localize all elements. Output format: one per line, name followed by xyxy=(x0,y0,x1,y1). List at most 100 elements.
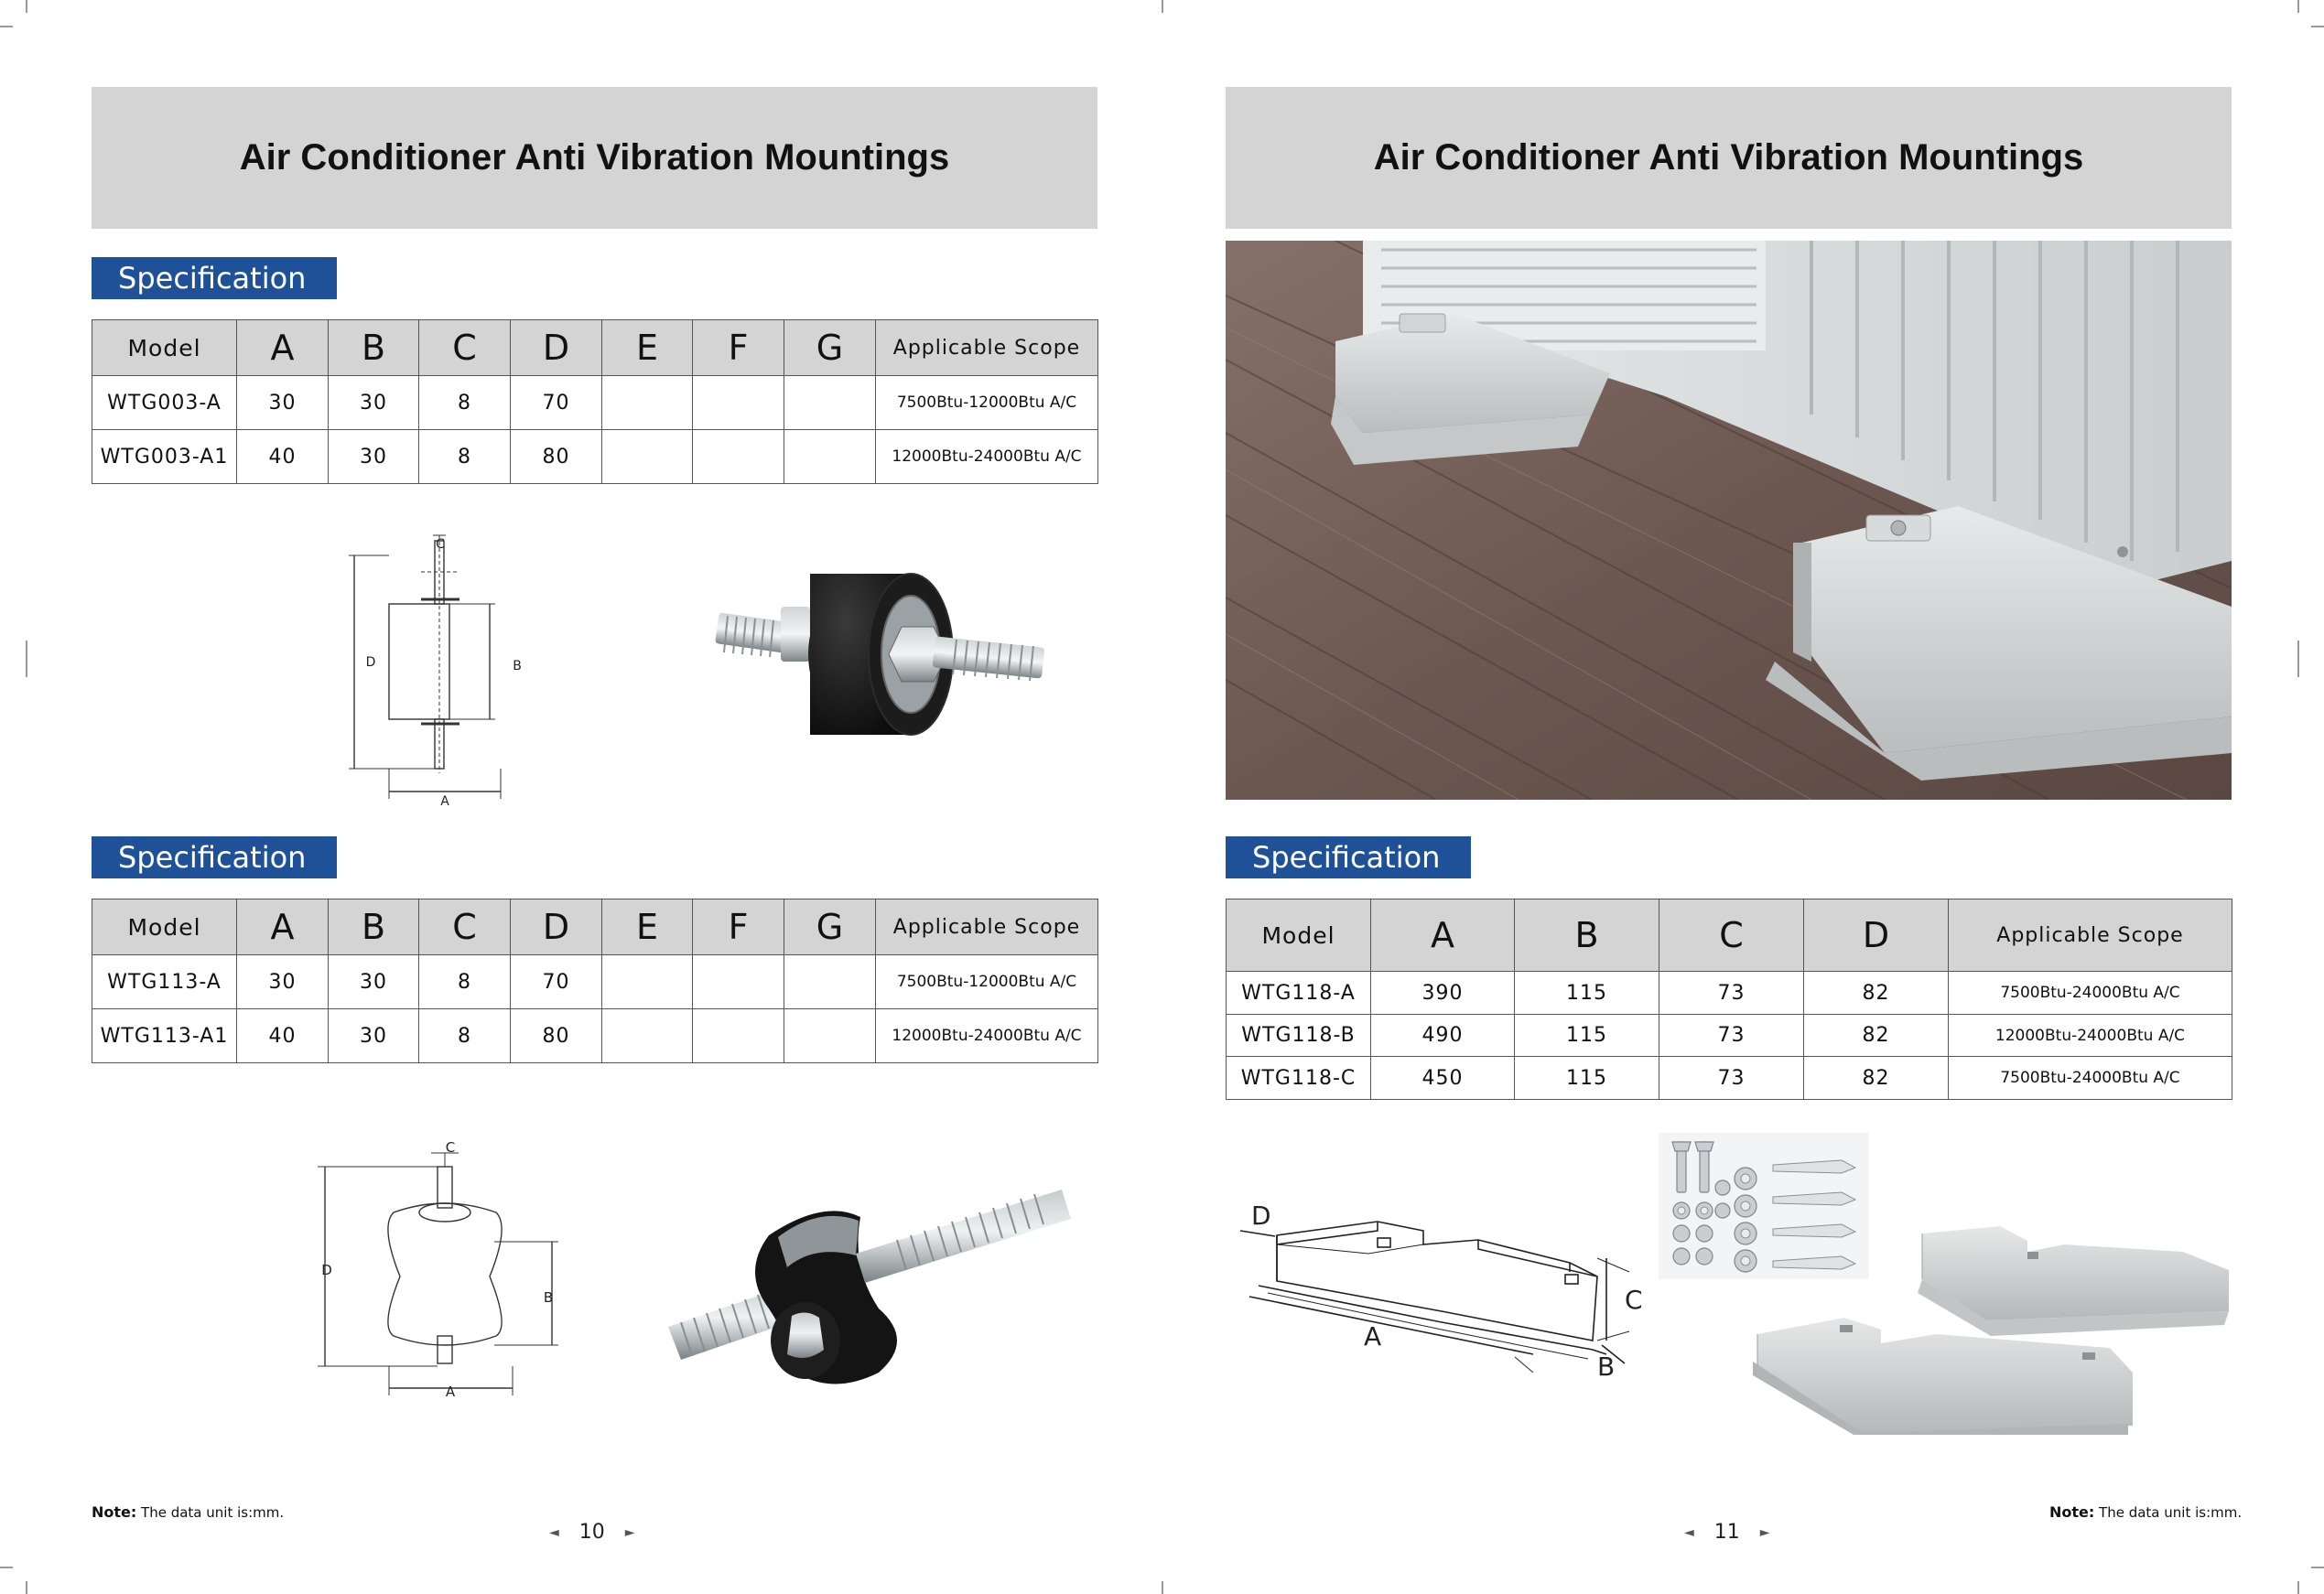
cylinder-mount-photo xyxy=(715,573,1045,736)
header-c: C xyxy=(1659,899,1804,972)
dim-label-a: A xyxy=(440,794,449,809)
cell-a: 450 xyxy=(1370,1056,1515,1100)
crop-mark xyxy=(0,26,13,27)
cell-c: 8 xyxy=(418,375,511,430)
table-row: WTG113-A1 40 30 8 80 12000Btu-24000Btu A… xyxy=(92,1008,1098,1063)
table-row: WTG003-A 30 30 8 70 7500Btu-12000Btu A/C xyxy=(92,375,1098,430)
dim-label-c: C xyxy=(436,537,445,552)
table-row: WTG118-C 450 115 73 82 7500Btu-24000Btu … xyxy=(1226,1056,2232,1100)
dim-label-a: A xyxy=(1364,1321,1381,1352)
cell-d: 82 xyxy=(1803,1056,1949,1100)
header-f: F xyxy=(692,899,784,955)
cell-d: 80 xyxy=(510,429,602,484)
header-g: G xyxy=(784,319,876,376)
note-text: The data unit is:mm. xyxy=(136,1504,285,1521)
crop-mark xyxy=(0,1567,13,1568)
cell-b: 30 xyxy=(328,954,419,1009)
crop-mark xyxy=(2297,641,2299,677)
cell-a: 40 xyxy=(236,1008,329,1063)
unit-note: Note: The data unit is:mm. xyxy=(92,1503,284,1521)
page-number-11: ◄ 11 ► xyxy=(1684,1521,1770,1544)
page-number-10: ◄ 10 ► xyxy=(549,1521,635,1544)
cell-f xyxy=(692,954,784,1009)
cell-c: 73 xyxy=(1659,971,1804,1015)
unit-note: Note: The data unit is:mm. xyxy=(2049,1503,2242,1521)
cell-c: 73 xyxy=(1659,1014,1804,1057)
next-arrow-icon: ► xyxy=(1759,1524,1770,1540)
page-11-title: Air Conditioner Anti Vibration Mountings xyxy=(1226,87,2232,229)
cell-d: 70 xyxy=(510,954,602,1009)
header-applicable-scope: Applicable Scope xyxy=(1948,899,2232,972)
dim-label-c: C xyxy=(446,1139,455,1156)
header-e: E xyxy=(601,319,693,376)
header-a: A xyxy=(236,899,329,955)
cell-scope: 7500Btu-12000Btu A/C xyxy=(875,954,1098,1009)
cell-c: 73 xyxy=(1659,1056,1804,1100)
header-d: D xyxy=(510,319,602,376)
prev-arrow-icon: ◄ xyxy=(1684,1524,1694,1540)
dim-label-b: B xyxy=(1597,1352,1615,1377)
cell-scope: 7500Btu-12000Btu A/C xyxy=(875,375,1098,430)
cell-g xyxy=(784,954,876,1009)
cell-c: 8 xyxy=(418,429,511,484)
header-applicable-scope: Applicable Scope xyxy=(875,899,1098,955)
cell-c: 8 xyxy=(418,954,511,1009)
cell-model: WTG003-A1 xyxy=(92,429,237,484)
cell-g xyxy=(784,375,876,430)
hourglass-mount-dimension-drawing: C D B A xyxy=(318,1139,558,1400)
cell-b: 30 xyxy=(328,1008,419,1063)
cell-model: WTG118-C xyxy=(1226,1056,1371,1100)
header-a: A xyxy=(236,319,329,376)
cell-e xyxy=(601,954,693,1009)
dim-label-d: D xyxy=(1251,1201,1271,1231)
header-g: G xyxy=(784,899,876,955)
header-model: Model xyxy=(92,899,237,955)
dim-label-d: D xyxy=(321,1262,332,1278)
cell-scope: 12000Btu-24000Btu A/C xyxy=(875,1008,1098,1063)
table-row: WTG113-A 30 30 8 70 7500Btu-12000Btu A/C xyxy=(92,954,1098,1009)
cell-scope: 12000Btu-24000Btu A/C xyxy=(875,429,1098,484)
cell-c: 8 xyxy=(418,1008,511,1063)
page-10-title: Air Conditioner Anti Vibration Mountings xyxy=(92,87,1097,229)
note-label: Note: xyxy=(92,1503,137,1521)
dim-label-b: B xyxy=(513,659,522,673)
crop-mark xyxy=(26,0,27,13)
spec-table-wtg113: Model A B C D E F G Applicable Scope WTG… xyxy=(92,899,1098,1063)
cell-b: 115 xyxy=(1514,971,1659,1015)
cell-f xyxy=(692,1008,784,1063)
cell-model: WTG118-B xyxy=(1226,1014,1371,1057)
table-row: WTG003-A1 40 30 8 80 12000Btu-24000Btu A… xyxy=(92,429,1098,484)
bracket-pair-photo xyxy=(1753,1226,2229,1435)
cell-model: WTG003-A xyxy=(92,375,237,430)
crop-mark xyxy=(26,1581,27,1594)
cell-g xyxy=(784,1008,876,1063)
header-e: E xyxy=(601,899,693,955)
cell-d: 80 xyxy=(510,1008,602,1063)
header-d: D xyxy=(510,899,602,955)
next-arrow-icon: ► xyxy=(624,1524,635,1540)
crop-mark xyxy=(2297,0,2299,13)
hardware-kit-photo xyxy=(1659,1133,1869,1279)
cell-b: 115 xyxy=(1514,1014,1659,1057)
cell-a: 40 xyxy=(236,429,329,484)
cell-e xyxy=(601,1008,693,1063)
header-d: D xyxy=(1803,899,1949,972)
crop-mark xyxy=(2297,1581,2299,1594)
cell-b: 30 xyxy=(328,375,419,430)
header-c: C xyxy=(418,319,511,376)
hourglass-mount-photo xyxy=(668,1190,1071,1384)
cell-g xyxy=(784,429,876,484)
cell-e xyxy=(601,375,693,430)
bracket-dimension-drawing: D A C B xyxy=(1239,1201,1643,1377)
crop-mark xyxy=(2311,26,2324,27)
cylinder-mount-dimension-drawing: C D B A xyxy=(349,534,522,809)
header-applicable-scope: Applicable Scope xyxy=(875,319,1098,376)
spec-table-wtg003: Model A B C D E F G Applicable Scope WTG… xyxy=(92,319,1098,484)
cell-scope: 7500Btu-24000Btu A/C xyxy=(1948,1056,2232,1100)
header-model: Model xyxy=(1226,899,1371,972)
cell-a: 490 xyxy=(1370,1014,1515,1057)
crop-mark xyxy=(1162,0,1163,13)
cell-f xyxy=(692,429,784,484)
cell-d: 82 xyxy=(1803,1014,1949,1057)
spec-table-wtg118: Model A B C D Applicable Scope WTG118-A … xyxy=(1226,899,2232,1100)
